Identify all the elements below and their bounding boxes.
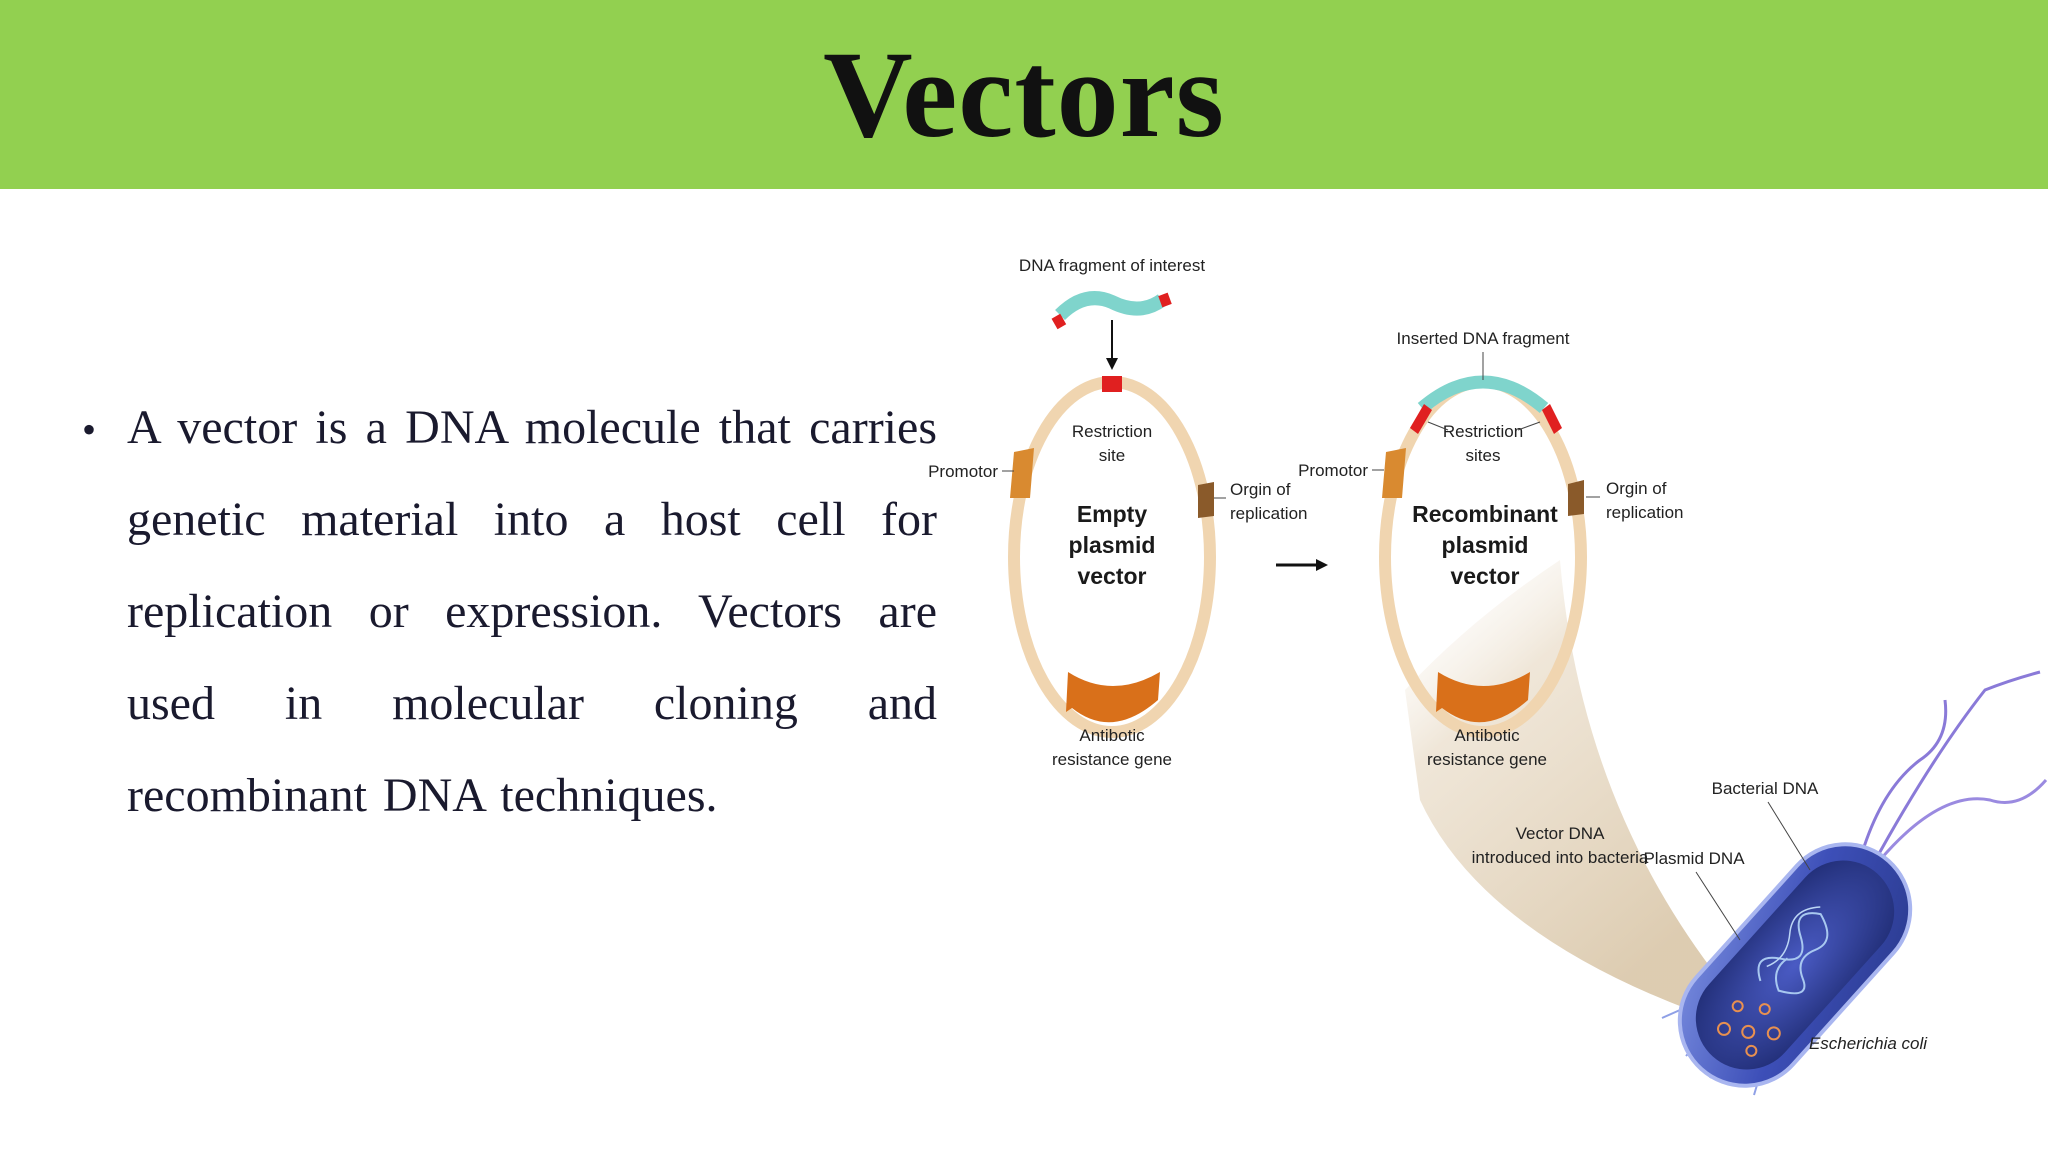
origin-mark [1198, 482, 1214, 518]
vector-intro-label-2: introduced into bacteria [1472, 848, 1649, 867]
bacterial-dna-label: Bacterial DNA [1712, 779, 1819, 798]
recombinant-promotor-label: Promotor [1298, 461, 1368, 480]
dna-fragment: DNA fragment of interest [1019, 256, 1205, 370]
empty-restriction-label-1: Restriction [1072, 422, 1152, 441]
arrow-right-icon [1276, 559, 1328, 571]
recombinant-antibiotic-label-1: Antibotic [1454, 726, 1520, 745]
plasmid-dna-label: Plasmid DNA [1643, 849, 1745, 868]
recombinant-origin-label-2: replication [1606, 503, 1684, 522]
vector-intro-label-1: Vector DNA [1516, 824, 1605, 843]
recombinant-restriction-label-2: sites [1466, 446, 1501, 465]
recombinant-center-label-3: vector [1450, 563, 1519, 589]
down-arrow-icon [1106, 358, 1118, 370]
empty-center-label-2: plasmid [1069, 532, 1156, 558]
recombinant-center-label-1: Recombinant [1412, 501, 1558, 527]
recombinant-plasmid: Inserted DNA fragment Restriction sites … [1298, 329, 1683, 769]
empty-center-label-1: Empty [1077, 501, 1148, 527]
title-bar [0, 0, 2048, 189]
recombinant-restriction-label-1: Restriction [1443, 422, 1523, 441]
restriction-site-mark [1102, 376, 1122, 392]
empty-restriction-label-2: site [1099, 446, 1125, 465]
empty-center-label-3: vector [1077, 563, 1146, 589]
bullet-text: A vector is a DNA molecule that carries … [127, 401, 937, 822]
empty-antibiotic-label-1: Antibotic [1079, 726, 1145, 745]
empty-promotor-label: Promotor [928, 462, 998, 481]
empty-plasmid: Restriction site Empty plasmid vector Pr… [928, 376, 1308, 769]
slide-title: Vectors [823, 26, 1225, 163]
promotor-mark [1010, 448, 1034, 498]
recombinant-origin-label-1: Orgin of [1606, 479, 1667, 498]
antibiotic-gene-mark [1066, 672, 1160, 723]
bacterium-cell [1661, 670, 2048, 1096]
transfer-beam [1405, 560, 1720, 1010]
empty-origin-label-1: Orgin of [1230, 480, 1291, 499]
empty-antibiotic-label-2: resistance gene [1052, 750, 1172, 769]
recombinant-antibiotic-label-2: resistance gene [1427, 750, 1547, 769]
bullet-dot: • [82, 407, 97, 452]
inserted-fragment-mark [1417, 375, 1549, 414]
inserted-fragment-label: Inserted DNA fragment [1397, 329, 1570, 348]
empty-origin-label-2: replication [1230, 504, 1308, 523]
recombinant-center-label-2: plasmid [1442, 532, 1529, 558]
dna-fragment-label: DNA fragment of interest [1019, 256, 1205, 275]
species-label: Escherichia coli [1809, 1034, 1928, 1053]
bullet-item: • A vector is a DNA molecule that carrie… [82, 382, 937, 842]
